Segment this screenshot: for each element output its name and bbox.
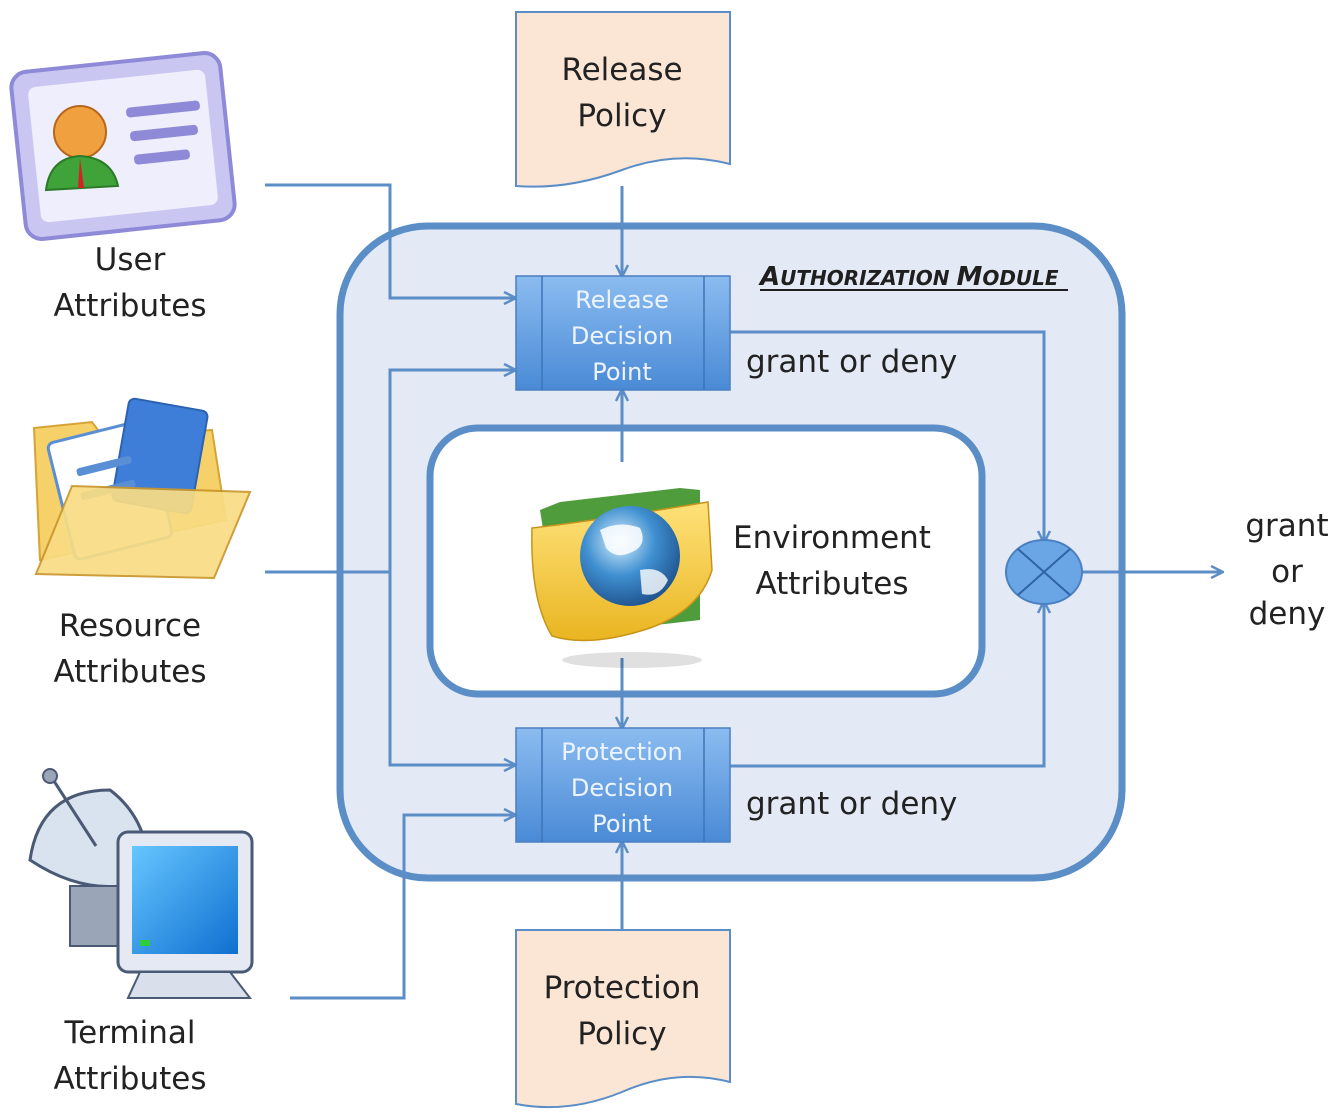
- protection-policy-label-line2: Policy: [577, 1016, 666, 1052]
- resource-to-release-decision-arrow: [388, 370, 515, 572]
- globe-folder-icon: [531, 488, 713, 668]
- release-decision-label-line3: Point: [592, 358, 652, 386]
- resource-to-protection-decision-arrow: [388, 572, 515, 765]
- final-output-line3: deny: [1249, 596, 1326, 632]
- release-decision-label-line2: Decision: [571, 322, 673, 350]
- resource-attributes-label-line1: Resource: [59, 608, 201, 644]
- terminal-attributes-label-line1: Terminal: [63, 1015, 195, 1051]
- final-output-line1: grant: [1245, 508, 1328, 544]
- release-policy-label-line2: Policy: [577, 98, 666, 134]
- final-output-line2: or: [1271, 554, 1303, 590]
- combiner-node: [1005, 539, 1083, 605]
- release-policy-label-line1: Release: [561, 52, 682, 88]
- terminal-attributes-label-line2: Attributes: [53, 1061, 206, 1097]
- folder-documents-icon: [32, 397, 252, 580]
- user-to-release-decision-arrow: [265, 183, 515, 298]
- protection-result-label: grant or deny: [746, 786, 957, 822]
- protection-policy-label-line1: Protection: [544, 970, 701, 1006]
- release-result-label: grant or deny: [746, 344, 957, 380]
- user-attributes-label-line1: User: [95, 242, 166, 278]
- protection-decision-label-line2: Decision: [571, 774, 673, 802]
- release-policy-document: Release Policy: [515, 11, 731, 188]
- release-result-arrow: [730, 330, 1044, 542]
- user-attributes-label-line2: Attributes: [53, 288, 206, 324]
- protection-result-arrow: [730, 602, 1044, 768]
- user-id-card-icon: [9, 51, 237, 241]
- release-decision-point: Release Decision Point: [515, 275, 731, 391]
- protection-policy-document: Protection Policy: [515, 929, 731, 1109]
- protection-decision-point: Protection Decision Point: [515, 727, 731, 843]
- protection-decision-label-line1: Protection: [561, 738, 682, 766]
- environment-label-line1: Environment: [733, 520, 931, 556]
- connectors: [265, 183, 1222, 1000]
- environment-label-line2: Attributes: [755, 566, 908, 602]
- terminal-to-protection-decision-arrow: [290, 815, 515, 1000]
- resource-attributes-label-line2: Attributes: [53, 654, 206, 690]
- protection-decision-label-line3: Point: [592, 810, 652, 838]
- satellite-computer-icon: [28, 768, 254, 999]
- module-title: AUTHORIZATION MODULE: [758, 262, 1059, 292]
- release-decision-label-line1: Release: [575, 286, 669, 314]
